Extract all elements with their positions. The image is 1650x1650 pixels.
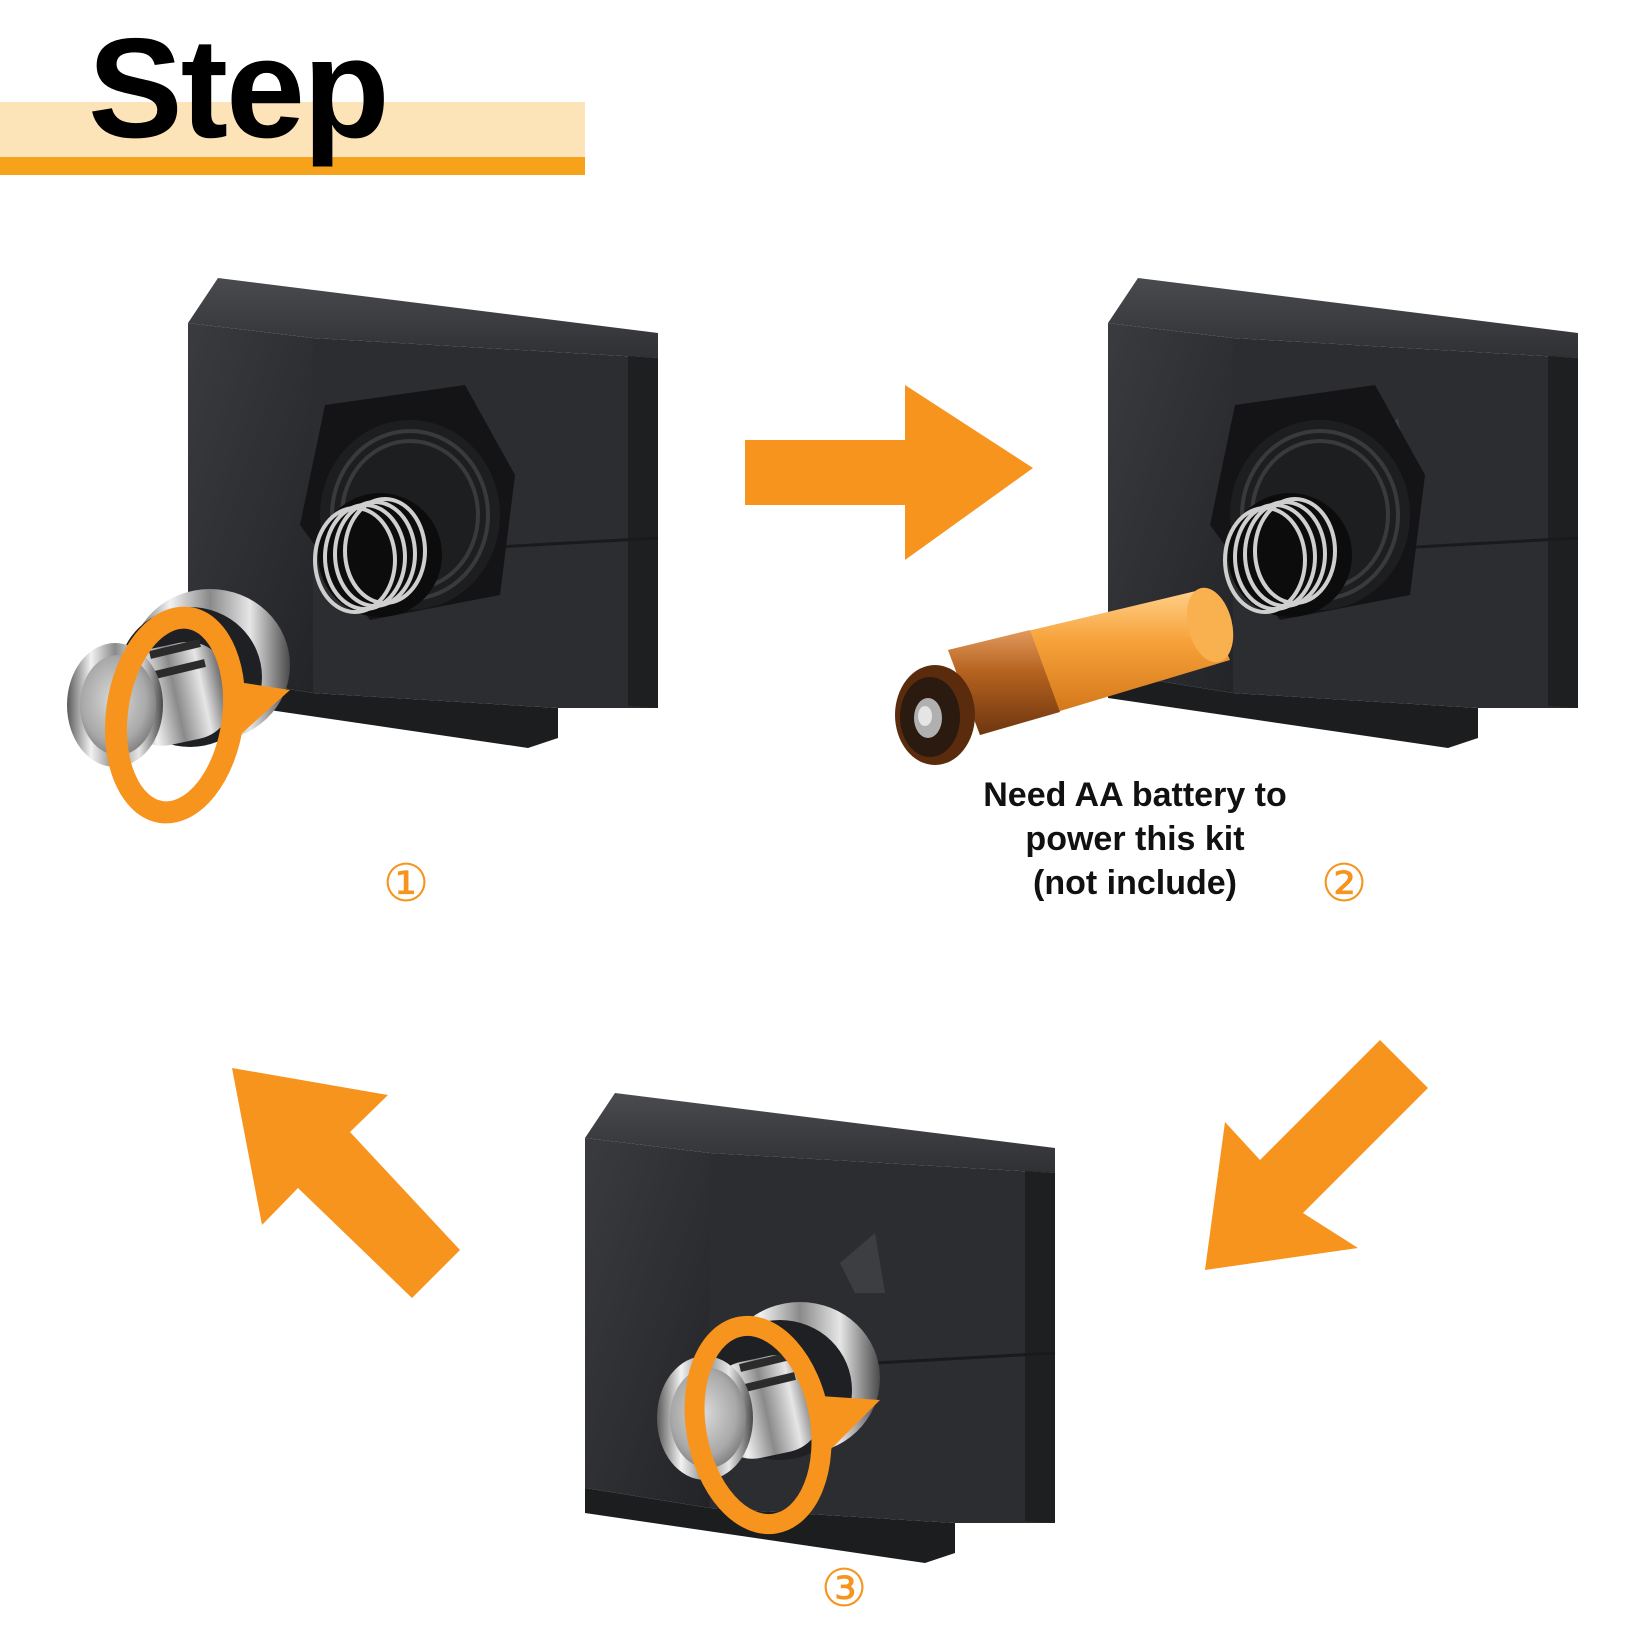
battery-note-line-2: power this kit (1025, 820, 1245, 858)
arrow-right-icon (745, 385, 1033, 560)
aa-battery-icon (895, 587, 1234, 765)
battery-note-line-1: Need AA battery to (983, 776, 1287, 814)
step-number-2: ② (1320, 854, 1368, 914)
spring-contact-1 (298, 383, 517, 622)
page-title: Step (88, 9, 390, 168)
arrow-down-left-icon (1205, 1040, 1428, 1270)
rotate-arrow-icon-3 (684, 1315, 880, 1535)
title-band (0, 102, 585, 159)
step-number-3: ③ (820, 1559, 868, 1619)
battery-note-line-3: (not include) (1033, 864, 1237, 902)
step-number-1: ① (382, 854, 430, 914)
spring-contact-2 (1208, 383, 1427, 622)
battery-note: Need AA battery to power this kit (not i… (930, 773, 1340, 905)
rotate-arrow-icon-1 (104, 606, 290, 824)
arrow-up-left-icon (232, 1068, 460, 1298)
title-band-underline (0, 157, 585, 175)
